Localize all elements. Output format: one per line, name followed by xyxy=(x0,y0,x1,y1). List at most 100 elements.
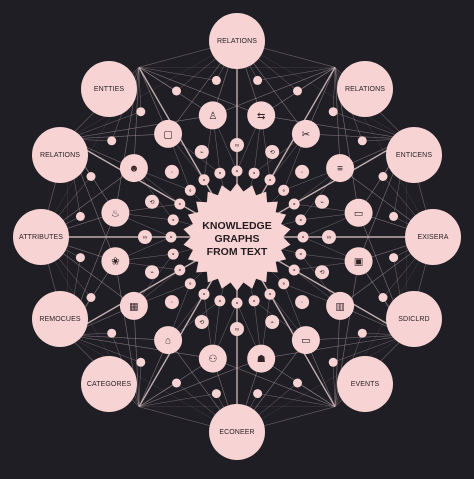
web-edge xyxy=(297,67,336,92)
chord-edge xyxy=(236,40,407,140)
tiny-dot-node xyxy=(211,389,221,399)
center-title-line-1: KNOWLEDGE xyxy=(202,220,271,232)
tiny-dot-node xyxy=(136,107,146,117)
dot-icon: ∘ xyxy=(171,252,175,258)
icon-node xyxy=(154,119,183,148)
dot-icon: ∘ xyxy=(268,292,272,298)
web-edge xyxy=(138,67,177,92)
screen-icon: ▣ xyxy=(354,257,363,268)
small-icon-node xyxy=(164,164,179,179)
web-edge xyxy=(305,334,407,341)
icon-node xyxy=(198,344,227,373)
robot-icon: ☗ xyxy=(257,354,266,365)
dot-icon: ◦ xyxy=(301,170,303,176)
icon-node xyxy=(119,291,148,320)
link-icon: ⌁ xyxy=(320,200,324,206)
small-icon-node xyxy=(230,322,244,336)
node-circle xyxy=(337,61,393,117)
dna-icon: ✂ xyxy=(302,129,310,140)
inner-dot-node xyxy=(198,288,210,300)
node-circle xyxy=(405,209,461,265)
small-icon-node xyxy=(145,194,159,209)
small-icon-node xyxy=(194,315,209,329)
icon-node xyxy=(247,344,276,373)
tiny-dot-node xyxy=(328,357,338,367)
icon-node xyxy=(101,247,130,276)
node-relations-left: RELATIONS xyxy=(32,127,88,183)
arrows-icon: ⇆ xyxy=(257,111,265,122)
node-circle xyxy=(209,404,265,460)
web-edge xyxy=(133,305,140,407)
dot-icon: ∘ xyxy=(188,188,192,194)
web-edge xyxy=(333,111,407,140)
inner-dot-node xyxy=(167,248,179,260)
web-edge xyxy=(133,67,140,169)
web-edge xyxy=(261,334,407,359)
tiny-dot-node xyxy=(86,293,96,302)
small-icon-node xyxy=(315,265,329,280)
center-title-line-2: GRAPHS xyxy=(215,233,260,245)
dot-icon: ∘ xyxy=(282,188,286,194)
inner-dot-node xyxy=(198,174,210,186)
tiny-dot-node xyxy=(293,378,302,388)
cube-icon: ▢ xyxy=(163,129,172,140)
inner-dot-node xyxy=(184,278,196,290)
paw-icon: ❀ xyxy=(111,257,119,268)
web-edge xyxy=(333,334,407,363)
tiny-dot-node xyxy=(378,172,388,181)
inner-dot-node xyxy=(295,248,307,260)
node-remocues: REMOCUES xyxy=(32,291,88,347)
node-categores: CATEGORES xyxy=(81,356,137,412)
web-edge xyxy=(212,67,336,116)
inner-dot-node xyxy=(174,264,186,276)
node-icon: ∞ xyxy=(327,235,331,241)
dot-icon: ⟲ xyxy=(319,270,324,276)
tiny-dot-node xyxy=(107,328,117,338)
dot-icon: ∘ xyxy=(268,178,272,184)
web-edge xyxy=(67,115,213,140)
dot-icon: ∘ xyxy=(235,301,239,307)
inner-dot-node xyxy=(288,264,300,276)
icon-node xyxy=(326,154,355,183)
node-attributes: ATTRIBUTES xyxy=(13,209,69,265)
inner-dot-node xyxy=(231,165,243,177)
web-edge xyxy=(261,115,407,140)
small-icon-node xyxy=(194,145,209,159)
icon-node xyxy=(291,119,320,148)
node-label-relations-top-right: RELATIONS xyxy=(345,86,385,93)
dot-icon: ∘ xyxy=(202,292,206,298)
dot-icon: ∘ xyxy=(202,178,206,184)
center-burst-shape xyxy=(183,183,291,291)
node-relations-top-right: RELATIONS xyxy=(337,61,393,117)
small-icon-node xyxy=(145,265,159,280)
tiny-dot-node xyxy=(293,86,302,96)
dot-icon: ∘ xyxy=(252,299,256,305)
dot-icon: ∘ xyxy=(252,171,256,177)
node-econeer: ECONEER xyxy=(209,404,265,460)
person-icon: ♙ xyxy=(208,111,217,122)
small-icon-node xyxy=(265,145,280,159)
document-icon: ≡ xyxy=(337,164,343,175)
tiny-dot-node xyxy=(389,211,399,221)
web-edge xyxy=(67,334,169,341)
dot-icon: ∘ xyxy=(178,202,182,208)
node-circle xyxy=(81,61,137,117)
center-title-line-3: FROM TEXT xyxy=(207,246,268,258)
icon-node xyxy=(154,326,183,355)
icon-node xyxy=(344,247,373,276)
icon-node xyxy=(119,154,148,183)
inner-dot-node xyxy=(288,198,300,210)
small-icon-node xyxy=(295,164,310,179)
small-icon-node xyxy=(315,194,329,209)
node-entities: ENTTIES xyxy=(81,61,137,117)
link-icon: ∞ xyxy=(143,235,147,241)
grid-icon: ▦ xyxy=(129,301,138,312)
dot-icon: ∘ xyxy=(218,171,222,177)
center-node: KNOWLEDGE GRAPHS FROM TEXT xyxy=(183,183,291,291)
web-edge xyxy=(212,358,336,407)
node-icon: ⟲ xyxy=(270,150,275,156)
web-edge xyxy=(67,111,141,140)
inner-dot-node xyxy=(248,167,260,179)
dot-icon: ∘ xyxy=(301,235,305,241)
